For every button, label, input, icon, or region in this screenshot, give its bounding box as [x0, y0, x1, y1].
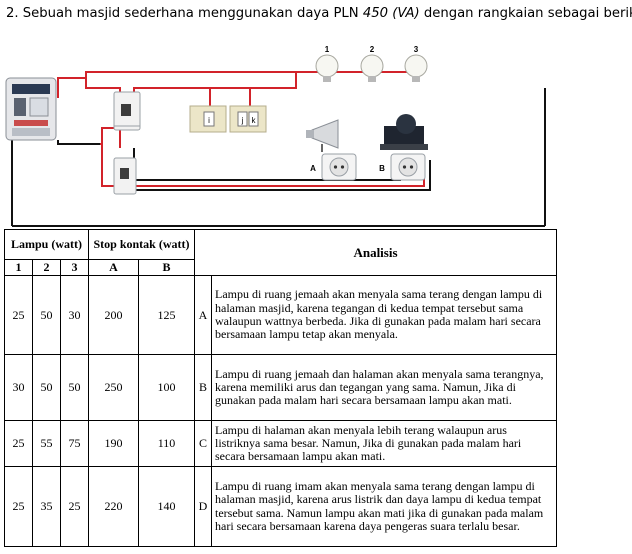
option-row-d[interactable]: 25 35 25 220 140 D Lampu di ruang imam a… — [4, 466, 557, 547]
socket-a-icon — [321, 153, 357, 181]
circuit-diagram: i j k 1 2 3 — [5, 45, 546, 227]
switch-label-k: k — [252, 116, 257, 125]
circuit-breaker-2-icon — [113, 157, 137, 195]
col-header-2: 2 — [32, 259, 61, 276]
cell-lamp-2: 35 — [32, 466, 61, 547]
col-header-a: A — [88, 259, 139, 276]
header-lampu: Lampu (watt) — [4, 229, 89, 260]
question-text-before: Sebuah masjid sederhana menggunakan daya… — [22, 6, 359, 21]
switch-label-i: i — [208, 116, 210, 125]
cell-lamp-1: 25 — [4, 420, 33, 467]
lamp-3-icon — [404, 54, 428, 82]
col-header-1: 1 — [4, 259, 33, 276]
cell-socket-b: 140 — [138, 466, 195, 547]
col-header-b: B — [138, 259, 195, 276]
cell-lamp-1: 25 — [4, 275, 33, 355]
cell-lamp-1: 30 — [4, 354, 33, 421]
switch-label-j: j — [241, 116, 244, 125]
wires-black — [11, 88, 546, 227]
cell-lamp-3: 50 — [60, 354, 89, 421]
lamp-number-1: 1 — [325, 45, 330, 54]
option-letter: C — [194, 420, 212, 467]
circuit-breaker-icon — [113, 91, 141, 131]
header-analisis: Analisis — [194, 229, 557, 276]
lamp-number-2: 2 — [370, 45, 375, 54]
cell-lamp-3: 30 — [60, 275, 89, 355]
cell-lamp-2: 50 — [32, 354, 61, 421]
analysis-text: Lampu di halaman akan menyala lebih tera… — [211, 420, 557, 467]
option-letter: B — [194, 354, 212, 421]
cell-socket-a: 220 — [88, 466, 139, 547]
switch-i-icon: i — [189, 105, 227, 133]
speaker-icon — [306, 119, 339, 152]
option-row-a[interactable]: 25 50 30 200 125 A Lampu di ruang jemaah… — [4, 275, 557, 355]
cell-lamp-2: 50 — [32, 275, 61, 355]
option-letter: A — [194, 275, 212, 355]
cell-socket-a: 200 — [88, 275, 139, 355]
col-header-3: 3 — [60, 259, 89, 276]
switch-jk-icon: j k — [229, 105, 267, 133]
question-number: 2. — [6, 6, 19, 21]
cell-socket-b: 125 — [138, 275, 195, 355]
analysis-text: Lampu di ruang jemaah dan halaman akan m… — [211, 354, 557, 421]
cell-lamp-2: 55 — [32, 420, 61, 467]
socket-label-b: B — [379, 164, 385, 173]
socket-label-a: A — [310, 164, 316, 173]
lamp-2-icon — [360, 54, 384, 82]
question-text-after: dengan rangkaian sebagai berikut: — [423, 6, 632, 21]
lamp-1-icon — [315, 54, 339, 82]
cell-socket-b: 100 — [138, 354, 195, 421]
kwh-meter-icon — [5, 77, 57, 141]
answer-table: Lampu (watt) Stop kontak (watt) Analisis… — [4, 229, 557, 547]
socket-b-icon — [390, 153, 426, 181]
cell-socket-a: 190 — [88, 420, 139, 467]
analysis-text: Lampu di ruang jemaah akan menyala sama … — [211, 275, 557, 355]
cell-socket-b: 110 — [138, 420, 195, 467]
header-stop-kontak: Stop kontak (watt) — [88, 229, 195, 260]
lamp-number-3: 3 — [414, 45, 419, 54]
analysis-text: Lampu di ruang imam akan menyala sama te… — [211, 466, 557, 547]
option-letter: D — [194, 466, 212, 547]
cell-lamp-3: 25 — [60, 466, 89, 547]
option-row-c[interactable]: 25 55 75 190 110 C Lampu di halaman akan… — [4, 420, 557, 467]
question-text: 2. Sebuah masjid sederhana menggunakan d… — [6, 6, 632, 21]
cell-lamp-1: 25 — [4, 466, 33, 547]
cell-socket-a: 250 — [88, 354, 139, 421]
water-pump-icon — [380, 114, 428, 150]
option-row-b[interactable]: 30 50 50 250 100 B Lampu di ruang jemaah… — [4, 354, 557, 421]
cell-lamp-3: 75 — [60, 420, 89, 467]
power-rating: 450 (VA) — [362, 6, 420, 21]
